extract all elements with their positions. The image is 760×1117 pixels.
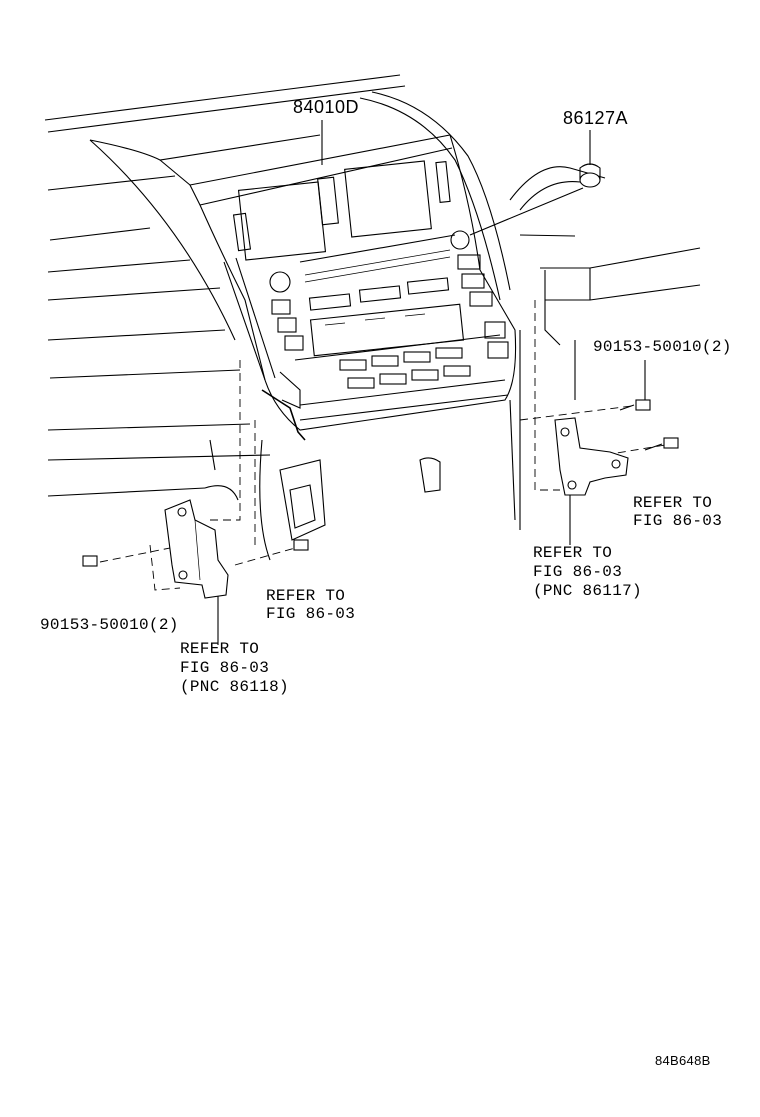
part-number-84010D: 84010D <box>293 97 360 117</box>
part-number-bolt-right: 90153-50010(2) <box>593 338 732 356</box>
part-number-bolt-left: 90153-50010(2) <box>40 616 179 634</box>
part-number-86127A: 86127A <box>563 108 629 128</box>
ref-right-top-line2: FIG 86-03 <box>633 512 723 530</box>
ref-center-line1: REFER TO <box>266 587 346 605</box>
ref-left-line1: REFER TO <box>180 640 260 658</box>
ref-right-mid-line1: REFER TO <box>533 544 613 562</box>
leader-lines <box>217 120 646 645</box>
bolt-icon <box>82 555 98 567</box>
ref-center-line2: FIG 86-03 <box>266 605 356 623</box>
bracket-right <box>554 417 629 496</box>
bolt-icon <box>644 437 679 451</box>
knob-86127A <box>579 163 601 188</box>
ref-right-mid-line3: (PNC 86117) <box>533 582 642 600</box>
audio-climate-panel <box>189 134 517 441</box>
dashboard-outline <box>44 74 701 561</box>
diagram-id: 84B648B <box>655 1053 711 1068</box>
ref-right-mid-line2: FIG 86-03 <box>533 563 623 581</box>
bolt-icon <box>619 399 651 411</box>
bracket-left <box>164 499 229 599</box>
bolt-icon <box>293 539 309 551</box>
ref-left-line3: (PNC 86118) <box>180 678 289 696</box>
ref-right-top-line1: REFER TO <box>633 494 713 512</box>
ref-left-line2: FIG 86-03 <box>180 659 270 677</box>
